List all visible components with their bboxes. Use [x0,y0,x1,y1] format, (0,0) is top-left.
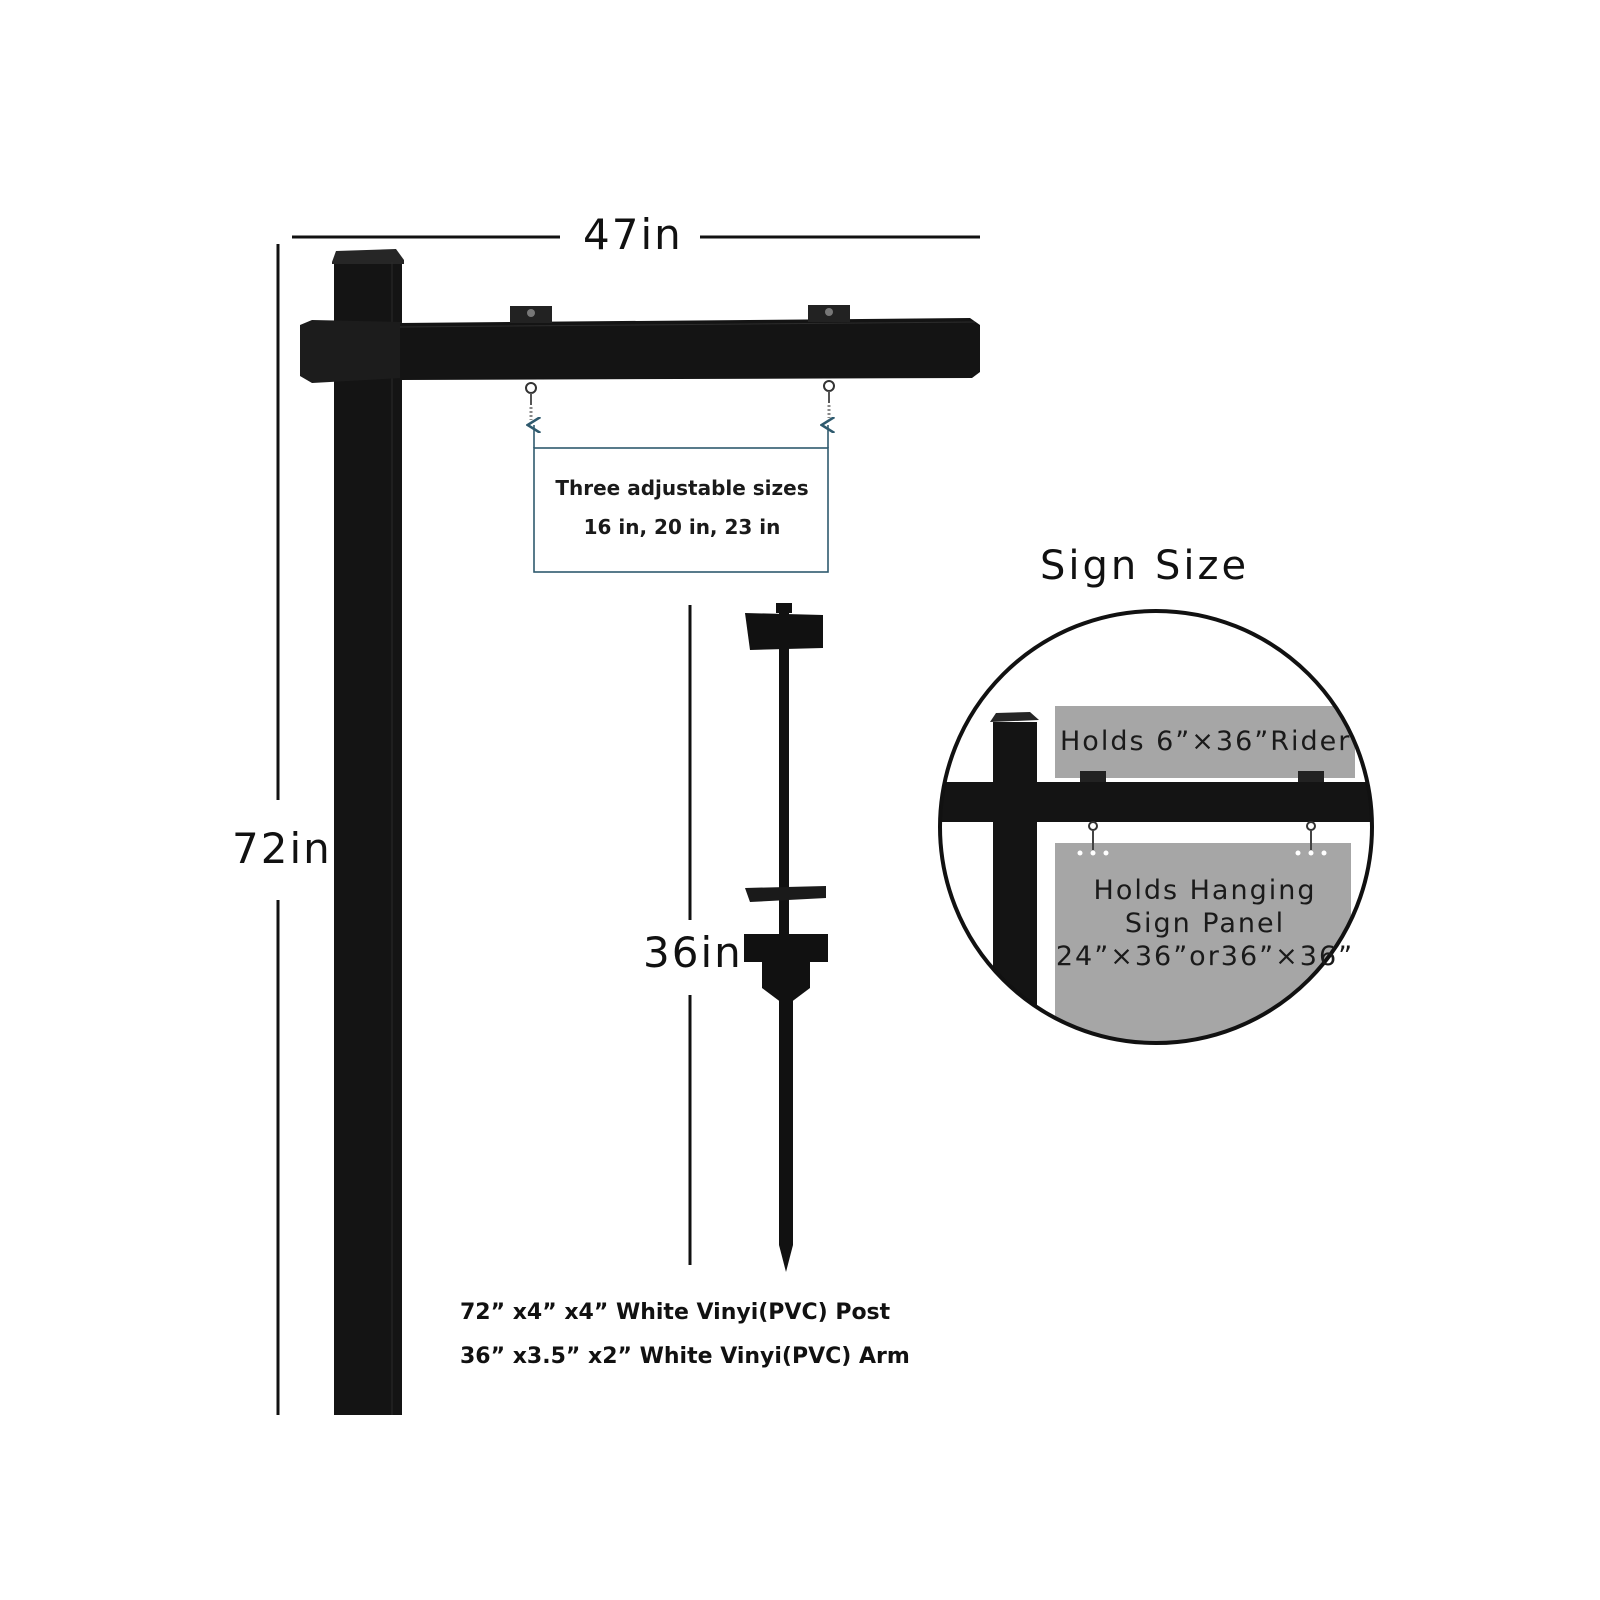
rider-panel-text: Holds 6”×36”Rider [1060,726,1352,757]
main-post [332,249,404,1415]
adjustable-size-box [534,425,828,573]
post-spec: 72” x4” x4” White Vinyi(PVC) Post [460,1300,891,1325]
adjustable-sizes-values: 16 in, 20 in, 23 in [583,515,781,539]
hanging-panel-line-3: 24”×36”or36”×36” [1055,941,1355,972]
sign-size-title: Sign Size [1040,543,1250,589]
sign-size-circle [938,609,1374,1045]
arm-spec: 36” x3.5” x2” White Vinyi(PVC) Arm [460,1344,910,1369]
hook-right [823,380,835,418]
rider-bracket-right [808,305,850,322]
width-label: 47in [583,210,683,259]
rider-panel [1055,706,1355,778]
arm [300,318,980,383]
stake-label: 36in [643,928,743,977]
hanging-panel-line-1: Holds Hanging [1093,875,1317,906]
hanging-panel-line-2: Sign Panel [1124,908,1286,939]
adjustable-sizes-heading: Three adjustable sizes [555,476,809,500]
hook-left [525,382,537,420]
height-label: 72in [232,824,332,873]
ground-stake [744,603,828,1272]
rider-bracket-left [510,306,552,323]
